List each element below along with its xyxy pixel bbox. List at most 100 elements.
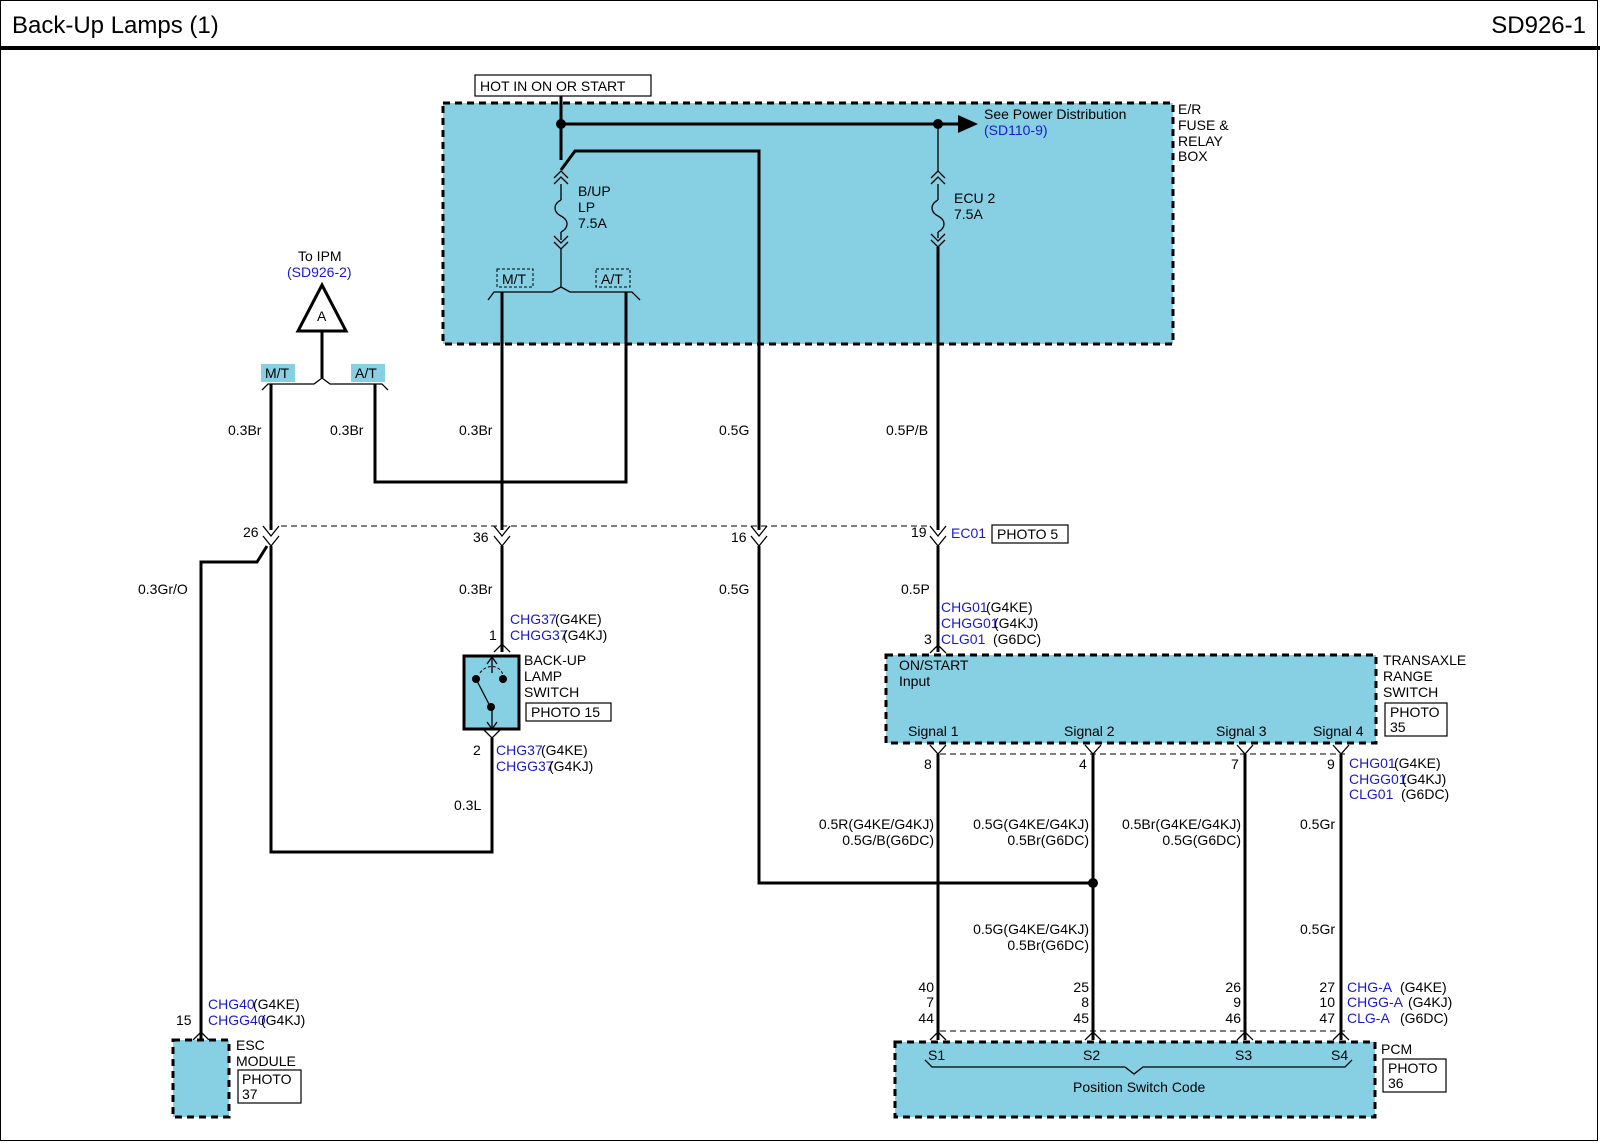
wire-label-w3: 0.3Br — [459, 422, 493, 438]
bus-con-bot-1-var: (G4KE) — [541, 742, 588, 758]
pcm-pin-s2-3: 45 — [1073, 1010, 1089, 1026]
ipm-mt-box — [261, 364, 295, 382]
fuse1-line3: 7.5A — [578, 215, 607, 231]
switch-symbol — [472, 655, 507, 731]
bus-con-bot-1[interactable]: CHG37 — [496, 742, 543, 758]
see-power-ref[interactable]: (SD110-9) — [984, 122, 1048, 138]
bus-name-1: BACK-UP — [524, 652, 586, 668]
bus-pin-1: 1 — [489, 627, 497, 643]
wire-label-w7: 0.3Br — [459, 581, 493, 597]
esc-con-1[interactable]: CHG40 — [208, 996, 255, 1012]
bus-con-top-1[interactable]: CHG37 — [510, 611, 557, 627]
box-name-1: E/R — [1178, 101, 1201, 117]
wire-label-w4: 0.5G — [719, 422, 749, 438]
pcm-con-3[interactable]: CLG-A — [1347, 1010, 1390, 1026]
trs-sig-pin-4: 4 — [1079, 756, 1087, 772]
ipm-ref[interactable]: (SD926-2) — [287, 264, 352, 280]
pcm-con-2[interactable]: CHGG-A — [1347, 994, 1404, 1010]
ec01-photo-box — [991, 524, 1069, 544]
ec01-pin-16: 16 — [731, 529, 747, 545]
trs-con-top-1-var: (G4KE) — [986, 599, 1033, 615]
mt-option-box — [496, 268, 534, 288]
at-option-label: A/T — [601, 271, 623, 287]
pcm-name: PCM — [1381, 1041, 1412, 1057]
ec01-pin-36: 36 — [473, 529, 489, 545]
bus-name-2: LAMP — [524, 668, 562, 684]
trs-photo-box — [1384, 702, 1448, 737]
trs-name-1: TRANSAXLE — [1383, 652, 1466, 668]
sig2-label-b: 0.5Br(G6DC) — [1007, 832, 1089, 848]
wire-label-w5: 0.5P/B — [886, 422, 928, 438]
trs-con-top-2[interactable]: CHGG01 — [941, 615, 999, 631]
ec01-pin-19: 19 — [911, 524, 927, 540]
esc-pin-15: 15 — [176, 1012, 192, 1028]
trs-con-bot-2[interactable]: CHGG01 — [1349, 771, 1407, 787]
trs-con-bot-3[interactable]: CLG01 — [1349, 786, 1394, 802]
pcm-pin-s3-3: 46 — [1225, 1010, 1241, 1026]
pcm-pin-s2-2: 8 — [1081, 994, 1089, 1010]
mt-option-label: M/T — [502, 271, 527, 287]
fuse-bup-lp — [553, 170, 569, 287]
trs-con-bot-1[interactable]: CHG01 — [1349, 755, 1396, 771]
trs-photo-1: PHOTO — [1390, 704, 1440, 720]
pcm-photo-2: 36 — [1388, 1075, 1404, 1091]
esc-module — [171, 1038, 231, 1119]
wire-0-3l — [269, 546, 494, 854]
hot-label-box — [474, 74, 652, 97]
trs-sig-pin-marks — [929, 744, 1350, 755]
pcm-con-3-var: (G6DC) — [1400, 1010, 1448, 1026]
wire-esc — [199, 545, 269, 1040]
diagram-code: SD926-1 — [1491, 12, 1586, 39]
fuse-ecu2 — [930, 124, 946, 248]
pcm-term-s1: S1 — [928, 1047, 945, 1063]
pcm-pin-s1-3: 44 — [918, 1010, 934, 1026]
pcm-con-1[interactable]: CHG-A — [1347, 979, 1393, 995]
ipm-at-box — [351, 364, 385, 382]
trs-con-top-3-var: (G6DC) — [993, 631, 1041, 647]
pcm-term-s3: S3 — [1235, 1047, 1252, 1063]
esc-con-2[interactable]: CHGG40 — [208, 1012, 266, 1028]
sig3-label-a: 0.5Br(G4KE/G4KJ) — [1122, 816, 1241, 832]
pcm-brace — [924, 1059, 1353, 1075]
wire-label-w6: 0.3Gr/O — [138, 581, 188, 597]
pcm-photo-box — [1382, 1058, 1447, 1093]
ec01-pin-26: 26 — [243, 524, 259, 540]
pcm-caption: Position Switch Code — [1073, 1079, 1206, 1095]
trs-name-3: SWITCH — [1383, 684, 1438, 700]
ec01-pin-marks — [262, 525, 947, 548]
bus-con-bot-2[interactable]: CHGG37 — [496, 758, 554, 774]
bus-con-bot-2-var: (G4KJ) — [549, 758, 593, 774]
ec01-name[interactable]: EC01 — [951, 525, 986, 541]
ipm-to-label: To IPM — [298, 248, 342, 264]
wire-0-5g-splice — [757, 546, 1093, 885]
trs-signal-3: Signal 3 — [1216, 723, 1267, 739]
wire-label-w8: 0.5G — [719, 581, 749, 597]
trs-pin-3: 3 — [924, 631, 932, 647]
splice-dot — [1088, 878, 1098, 888]
trs-con-top-2-var: (G4KJ) — [994, 615, 1038, 631]
pcm-pin-s4-1: 27 — [1319, 979, 1335, 995]
bus-pin-mark-bot — [483, 729, 501, 739]
sig3-label-b: 0.5G(G6DC) — [1162, 832, 1241, 848]
trs-con-bot-1-var: (G4KE) — [1394, 755, 1441, 771]
pcm-con-1-var: (G4KE) — [1400, 979, 1447, 995]
trs-con-top-3[interactable]: CLG01 — [941, 631, 986, 647]
bus-photo: PHOTO 15 — [531, 704, 600, 720]
trs-con-bot-3-var: (G6DC) — [1401, 786, 1449, 802]
trs-pin-mark — [929, 644, 947, 654]
trs-con-top-1[interactable]: CHG01 — [941, 599, 988, 615]
esc-photo-2: 37 — [242, 1086, 258, 1102]
esc-con-1-var: (G4KE) — [253, 996, 300, 1012]
pcm-photo-1: PHOTO — [1388, 1060, 1438, 1076]
sig2-lower-label-b: 0.5Br(G6DC) — [1007, 937, 1089, 953]
sig2-label-a: 0.5G(G4KE/G4KJ) — [973, 816, 1089, 832]
pcm-term-s4: S4 — [1331, 1047, 1348, 1063]
trs-signal-1: Signal 1 — [908, 723, 959, 739]
ipm-mt-label: M/T — [265, 365, 290, 381]
pcm-pin-s1-2: 7 — [926, 994, 934, 1010]
at-option-box — [595, 268, 631, 288]
bus-con-top-2[interactable]: CHGG37 — [510, 627, 568, 643]
sig2-lower-label-a: 0.5G(G4KE/G4KJ) — [973, 921, 1089, 937]
